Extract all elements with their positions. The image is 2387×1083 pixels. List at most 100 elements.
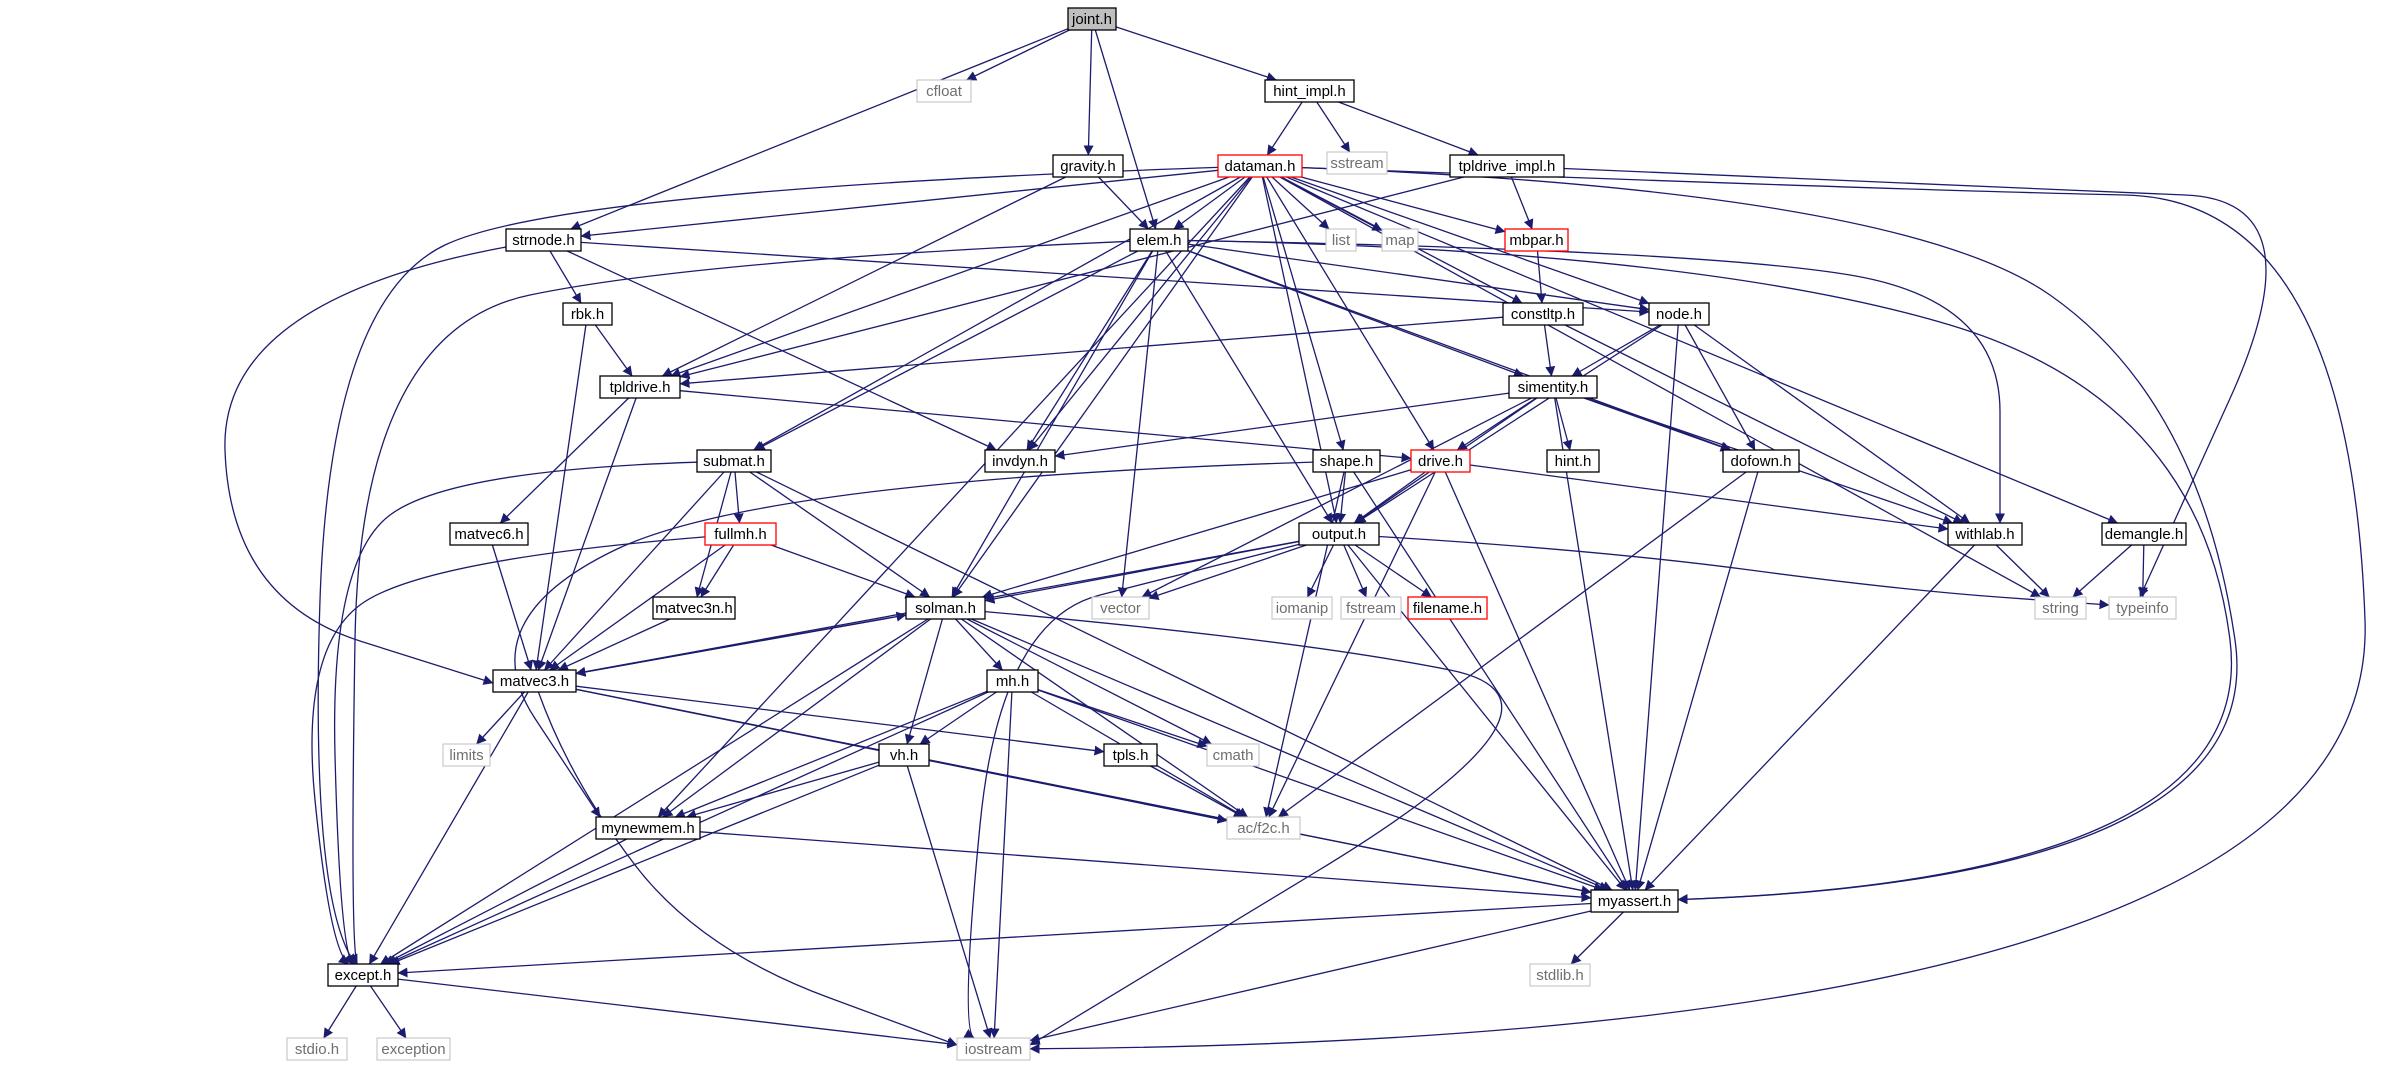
node-except-h[interactable]: except.h (327, 963, 399, 987)
edge-elem-h-to-vector (1117, 250, 1159, 598)
node-dofown-h[interactable]: dofown.h (1722, 449, 1800, 473)
node-box (1508, 375, 1598, 399)
node-matvec3-h[interactable]: matvec3.h (492, 669, 577, 693)
edge-myassert-h-to-except-h (397, 902, 1592, 978)
node-label: stdio.h (295, 1041, 339, 1058)
node-label: submat.h (703, 453, 765, 470)
node-drive-h[interactable]: drive.h (1410, 449, 1471, 473)
node-ac-f2c-h: ac/f2c.h (1226, 816, 1301, 840)
node-label: tpldrive.h (610, 379, 671, 396)
edge-mh-h-to-myassert-h (1037, 689, 1604, 892)
node-box (595, 816, 701, 840)
edge-solman-h-to-mynewmem-h (662, 618, 931, 818)
node-box (1091, 596, 1150, 620)
node-label: rbk.h (571, 306, 604, 323)
edge-except-h-to-exception (369, 985, 407, 1039)
node-box (1298, 522, 1380, 546)
node-constltp-h[interactable]: constltp.h (1502, 302, 1584, 326)
node-strnode-h[interactable]: strnode.h (505, 228, 582, 252)
edge-solman-h-to-ac-f2c-h (961, 618, 1249, 818)
edge-submat-h-to-fullmh-h (733, 471, 744, 524)
node-node-h[interactable]: node.h (1648, 302, 1710, 326)
node-matvec6-h[interactable]: matvec6.h (449, 522, 529, 546)
node-box (2108, 596, 2177, 620)
node-box (986, 669, 1039, 693)
edge-elem-h-to-node-h (1187, 243, 1650, 314)
node-box (599, 375, 681, 399)
node-tpls-h[interactable]: tpls.h (1103, 743, 1158, 767)
node-box (327, 963, 399, 987)
node-elem-h[interactable]: elem.h (1129, 228, 1189, 252)
node-vector: vector (1091, 596, 1150, 620)
node-myassert-h[interactable]: myassert.h (1590, 889, 1679, 913)
node-filename-h[interactable]: filename.h (1407, 596, 1488, 620)
node-invdyn-h[interactable]: invdyn.h (984, 449, 1056, 473)
node-box (505, 228, 582, 252)
edge-withlab-h-to-string (1995, 544, 2050, 598)
node-mbpar-h[interactable]: mbpar.h (1504, 228, 1569, 252)
node-joint-h[interactable]: joint.h (1067, 7, 1117, 31)
edge-elem-h-to-submat-h (754, 250, 1139, 451)
node-label: simentity.h (1518, 379, 1589, 396)
node-withlab-h[interactable]: withlab.h (1947, 522, 2023, 546)
edge-submat-h-to-matvec3-h (544, 471, 725, 671)
node-hint-impl-h[interactable]: hint_impl.h (1264, 79, 1355, 103)
edge-demangle-h-to-string (2072, 544, 2133, 598)
edge-dataman-h-to-solman-h (952, 176, 1253, 598)
edge-node-h-to-withlab-h (1693, 324, 1971, 524)
edge-drive-h-to-ac-f2c-h (1268, 471, 1436, 818)
node-gravity-h[interactable]: gravity.h (1052, 154, 1124, 178)
edge-simentity-h-to-dofown-h (1583, 397, 1731, 452)
node-rbk-h[interactable]: rbk.h (562, 302, 613, 326)
node-output-h[interactable]: output.h (1298, 522, 1380, 546)
edge-elem-h-to-myassert-h (1187, 239, 2233, 905)
edge-solman-h-to-iostream (984, 610, 1503, 1046)
edge-strnode-h-to-rbk-h (549, 250, 582, 304)
edge-dataman-h-to-list (1271, 176, 1330, 230)
node-box (1590, 889, 1679, 913)
node-mynewmem-h[interactable]: mynewmem.h (595, 816, 701, 840)
node-solman-h[interactable]: solman.h (905, 596, 986, 620)
node-tpldrive-h[interactable]: tpldrive.h (599, 375, 681, 399)
edge-hint-impl-h-to-dataman-h (1266, 101, 1303, 156)
node-mh-h[interactable]: mh.h (986, 669, 1039, 693)
node-matvec3n-h[interactable]: matvec3n.h (652, 596, 736, 620)
edge-drive-h-to-output-h (1353, 471, 1426, 524)
node-label: hint_impl.h (1273, 83, 1346, 100)
node-demangle-h[interactable]: demangle.h (2101, 522, 2187, 546)
node-list: list (1325, 228, 1357, 252)
edge-dataman-h-to-iostream (1029, 166, 2366, 1054)
node-vh-h[interactable]: vh.h (878, 743, 930, 767)
node-map: map (1381, 228, 1419, 252)
node-submat-h[interactable]: submat.h (696, 449, 772, 473)
edge-dataman-h-to-mbpar-h (1300, 176, 1506, 234)
node-fullmh-h[interactable]: fullmh.h (704, 522, 777, 546)
edge-submat-h-to-except-h (333, 461, 698, 965)
node-box (1504, 228, 1569, 252)
node-string: string (2034, 596, 2087, 620)
node-box (1410, 449, 1471, 473)
node-hint-h[interactable]: hint.h (1546, 449, 1600, 473)
edge-dataman-h-to-myassert-h (1301, 166, 2238, 905)
node-simentity-h[interactable]: simentity.h (1508, 375, 1598, 399)
edge-tpldrive-h-to-matvec6-h (499, 397, 630, 524)
node-label: ac/f2c.h (1237, 820, 1290, 837)
node-tpldrive-impl-h[interactable]: tpldrive_impl.h (1449, 154, 1565, 178)
node-label: stdlib.h (1536, 967, 1584, 984)
edge-shape-h-to-output-h (1336, 471, 1347, 524)
node-dataman-h[interactable]: dataman.h (1217, 154, 1303, 178)
edge-solman-h-to-mh-h (955, 618, 1003, 671)
node-box (1129, 228, 1189, 252)
edge-submat-h-to-solman-h (749, 471, 931, 598)
edge-matvec3-h-to-limits (476, 691, 525, 745)
node-shape-h[interactable]: shape.h (1312, 449, 1381, 473)
edge-hint-impl-h-to-tpldrive-impl-h (1338, 101, 1479, 157)
node-cmath: cmath (1206, 743, 1260, 767)
edge-matvec3-h-to-iostream (537, 691, 958, 1047)
edge-output-h-to-iostream (963, 543, 1300, 1039)
edge-vh-h-to-iostream (906, 765, 993, 1039)
node-box (1067, 7, 1117, 31)
edge-elem-h-to-withlab-h (1187, 239, 2005, 524)
